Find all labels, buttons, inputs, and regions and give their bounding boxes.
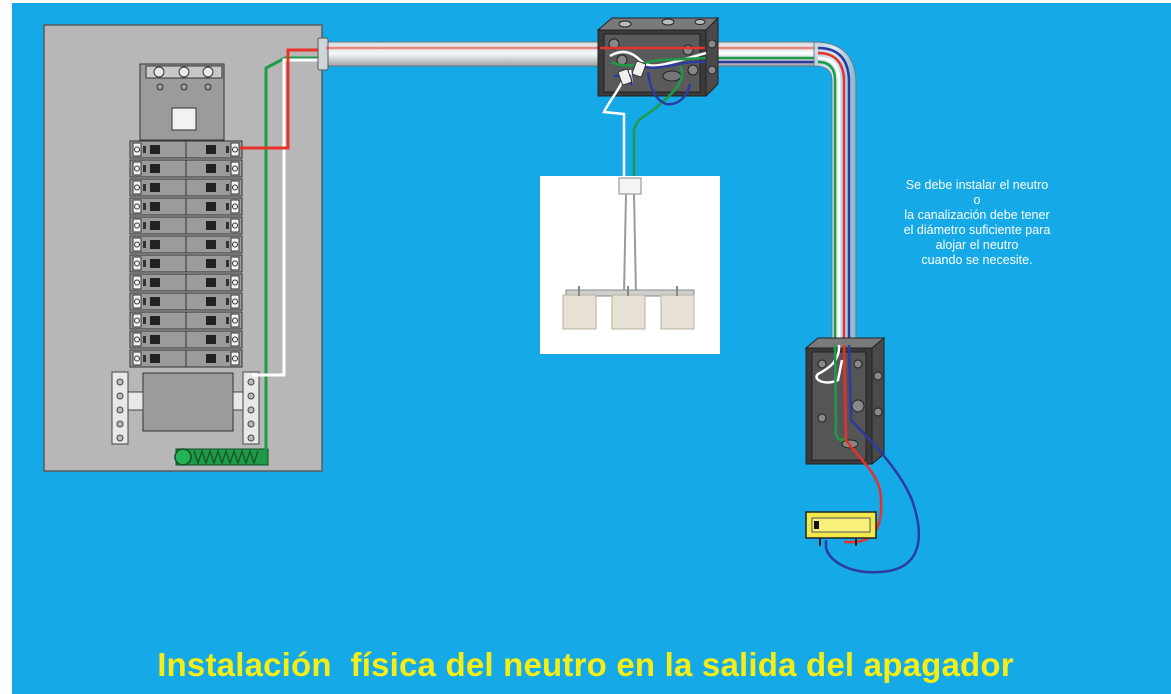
installation-note: Se debe instalar el neutro o la canaliza… xyxy=(862,178,1092,268)
branch-breaker xyxy=(129,349,187,368)
branch-breaker xyxy=(129,254,187,273)
breaker-row xyxy=(129,330,243,349)
branch-breaker xyxy=(129,311,187,330)
note-line: cuando se necesite. xyxy=(921,253,1033,267)
note-line: la canalización debe tener xyxy=(904,208,1050,222)
branch-breaker xyxy=(185,178,243,197)
main-breaker xyxy=(139,63,225,141)
breaker-row xyxy=(129,197,243,216)
pendant-lamp xyxy=(540,176,720,354)
breaker-row xyxy=(129,216,243,235)
breaker-row xyxy=(129,159,243,178)
branch-breaker xyxy=(185,140,243,159)
branch-breaker xyxy=(185,235,243,254)
diagram-title: Instalación física del neutro en la sali… xyxy=(157,646,1014,683)
note-line: alojar el neutro xyxy=(935,238,1019,252)
note-line: Se debe instalar el neutro xyxy=(905,178,1049,192)
neutral-bar-left xyxy=(111,371,129,445)
panel-wires xyxy=(240,48,322,456)
branch-breaker xyxy=(185,292,243,311)
branch-breaker xyxy=(129,178,187,197)
conduit-wires xyxy=(326,46,820,64)
branch-breaker xyxy=(129,330,187,349)
breaker-row xyxy=(129,273,243,292)
breaker-row xyxy=(129,292,243,311)
breaker-row xyxy=(129,140,243,159)
branch-breaker xyxy=(185,159,243,178)
note-line: el diámetro suficiente para xyxy=(903,223,1051,237)
vertical-wires xyxy=(817,46,851,345)
breaker-row xyxy=(129,235,243,254)
branch-breaker xyxy=(129,159,187,178)
ground-bar xyxy=(174,448,269,466)
neutral-bar-center xyxy=(142,372,234,432)
branch-breaker xyxy=(185,197,243,216)
branch-breaker xyxy=(129,273,187,292)
wire-connectors xyxy=(617,60,647,86)
note-line: o xyxy=(973,193,981,207)
top-white-strip xyxy=(0,0,1171,3)
branch-breaker xyxy=(185,216,243,235)
left-white-strip xyxy=(0,0,12,694)
breaker-row xyxy=(129,311,243,330)
branch-breaker xyxy=(185,273,243,292)
branch-breaker xyxy=(185,349,243,368)
branch-breaker xyxy=(185,330,243,349)
branch-breaker xyxy=(129,140,187,159)
branch-breaker xyxy=(185,311,243,330)
electrical-panel xyxy=(43,24,323,472)
switch-box xyxy=(804,336,886,466)
breaker-row xyxy=(129,349,243,368)
branch-breaker xyxy=(185,254,243,273)
branch-breakers xyxy=(129,140,243,368)
switch xyxy=(805,511,877,546)
branch-breaker xyxy=(129,197,187,216)
junction-box xyxy=(596,16,720,98)
breaker-row xyxy=(129,178,243,197)
branch-breaker xyxy=(129,292,187,311)
branch-breaker xyxy=(129,235,187,254)
neutral-bar-right xyxy=(242,371,260,445)
branch-breaker xyxy=(129,216,187,235)
breaker-row xyxy=(129,254,243,273)
